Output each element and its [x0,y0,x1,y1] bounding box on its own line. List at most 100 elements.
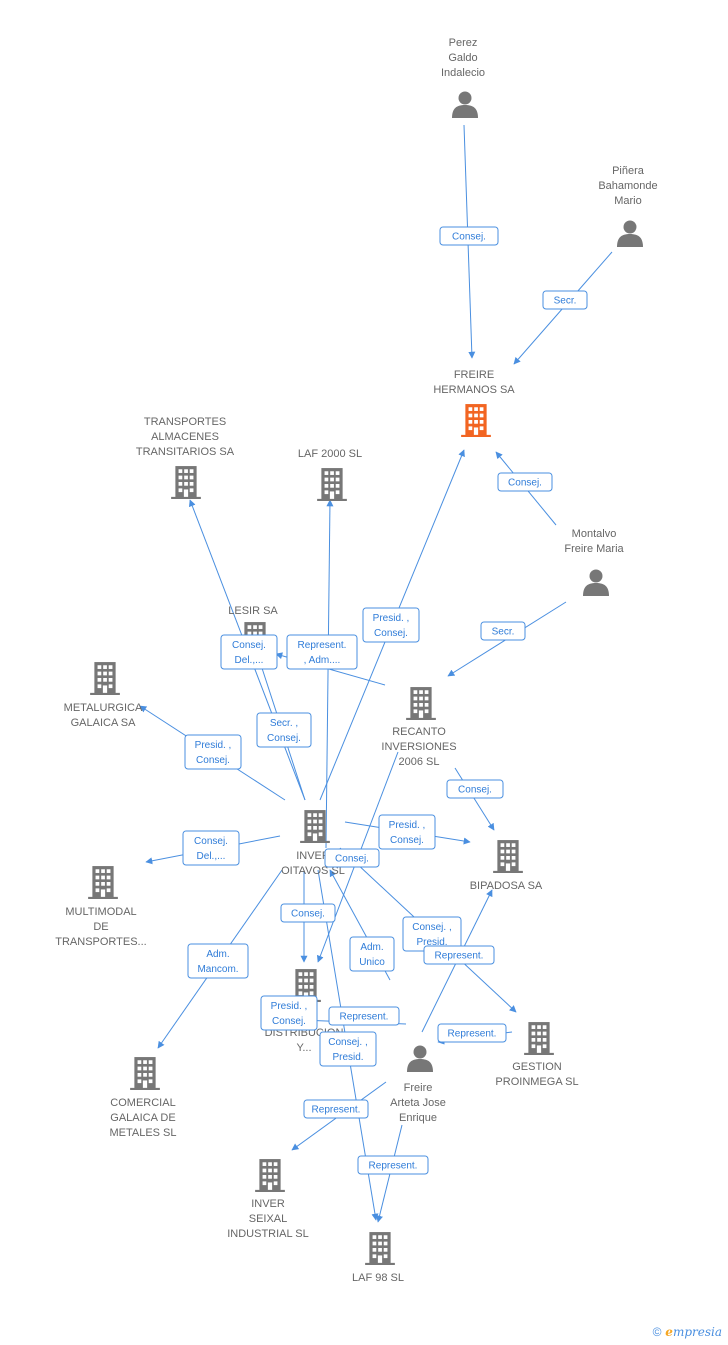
edge-label-text: Del.,... [235,655,264,666]
edge-label[interactable]: Secr. [542,290,588,310]
node-label: Indalecio [441,67,485,79]
person-icon [617,220,643,247]
edge-label-text: Presid. , [389,820,426,831]
edge-label-box [328,1006,400,1026]
node-label: Enrique [399,1112,437,1124]
edge-label-box [378,814,436,850]
edge-label[interactable]: Represent. [437,1023,507,1043]
building-icon [171,466,201,499]
edge-label[interactable]: Consej. [497,472,553,492]
node-label: METALURGICA [64,702,143,714]
node-label: HERMANOS SA [433,384,515,396]
node-label: Arteta Jose [390,1097,446,1109]
edge-label[interactable]: Consej. [446,779,504,799]
node-multimodal[interactable]: MULTIMODALDETRANSPORTES... [55,866,147,948]
building-icon [317,468,347,501]
edge-label-text: Secr. [554,296,577,307]
edge-label-text: Represent. [369,1161,418,1172]
edge-label[interactable]: Consej. ,Presid. [319,1031,377,1067]
edge-label-text: Consej. [508,478,542,489]
edge-labels-layer: Consej.Secr.Consej.Secr.Presid. ,Consej.… [182,226,588,1175]
node-label: Piñera [612,165,645,177]
edge-label-text: Represent. [340,1012,389,1023]
edge-label[interactable]: Secr. , Consej. [256,712,312,748]
edge-label[interactable]: Secr. [480,621,526,641]
edge-label-box [324,848,380,868]
edge-label-text: Consej. , [412,922,451,933]
edge-label[interactable]: Consej.Del.,... [220,634,278,670]
node-laf98[interactable]: LAF 98 SL [352,1232,404,1284]
edge-label-text: Consej. [291,909,325,920]
node-metalurgica[interactable]: METALURGICA GALAICA SA [64,662,143,729]
edge-label-text: Consej. [458,785,492,796]
edge-label[interactable]: Represent. [423,945,495,965]
edge-label-box [542,290,588,310]
edge-label[interactable]: Consej. [324,848,380,868]
edge-label[interactable]: Consej. [439,226,499,246]
edge-label[interactable]: Represent. [328,1006,400,1026]
empresia-watermark: © empresia [653,1325,722,1339]
edge-label[interactable]: Presid. ,Consej. [378,814,436,850]
edge-label-text: Presid. , [195,740,232,751]
edge-label[interactable]: Presid. ,Consej. [184,734,242,770]
node-laf2000[interactable]: LAF 2000 SL [298,448,362,501]
edge-label[interactable]: Represent., Adm.... [286,634,358,670]
node-label: Freire [404,1082,433,1094]
node-bipadosa[interactable]: BIPADOSA SA [470,840,543,892]
edge-label-text: Presid. [416,937,447,948]
edge-label-text: , Adm.... [304,655,341,666]
node-label: LAF 2000 SL [298,448,362,460]
edge-label-text: Consej. [452,232,486,243]
edge-label-box [260,995,318,1031]
edge-label-box [357,1155,429,1175]
node-label: MULTIMODAL [65,906,136,918]
node-lesir[interactable]: LESIR SA [228,605,278,655]
edge-label-box [182,830,240,866]
building-icon [406,687,436,720]
edge-label[interactable]: Presid. ,Consej. [260,995,318,1031]
node-label: GALAICA DE [110,1112,175,1124]
node-label: GALAICA SA [71,717,136,729]
edge-label-box [349,936,395,972]
building-icon [524,1022,554,1055]
node-label: Mario [614,195,642,207]
node-label: Y... [296,1042,311,1054]
node-label: TRANSPORTES... [55,936,146,948]
edge-label[interactable]: Adm.Unico [349,936,395,972]
building-icon [300,810,330,843]
node-label: INVER [296,850,330,862]
edge-line [454,767,495,831]
edge-label[interactable]: Represent. [357,1155,429,1175]
edge-label-box [280,903,336,923]
edge-label[interactable]: Adm.Mancom. [187,943,249,979]
edge-label-box [286,634,358,670]
edge-label[interactable]: Consej.Del.,... [182,830,240,866]
building-icon [493,840,523,873]
node-label: BIPADOSA SA [470,880,543,892]
edge-label[interactable]: Presid. ,Consej. [362,607,420,643]
edge-label-text: Represent. [312,1105,361,1116]
node-label: TRANSITARIOS SA [136,446,235,458]
edge-label-text: Del.,... [197,851,226,862]
edge-label-text: Consej. [374,628,408,639]
edge-label[interactable]: Represent. [303,1099,369,1119]
node-label: Galdo [448,52,477,64]
edge-label-text: Secr. , [270,718,298,729]
edge-line [325,499,334,849]
edge-label[interactable]: Consej. [280,903,336,923]
edge-label-text: Consej. [267,733,301,744]
node-label: Montalvo [572,528,617,540]
node-label: GESTION [512,1061,562,1073]
